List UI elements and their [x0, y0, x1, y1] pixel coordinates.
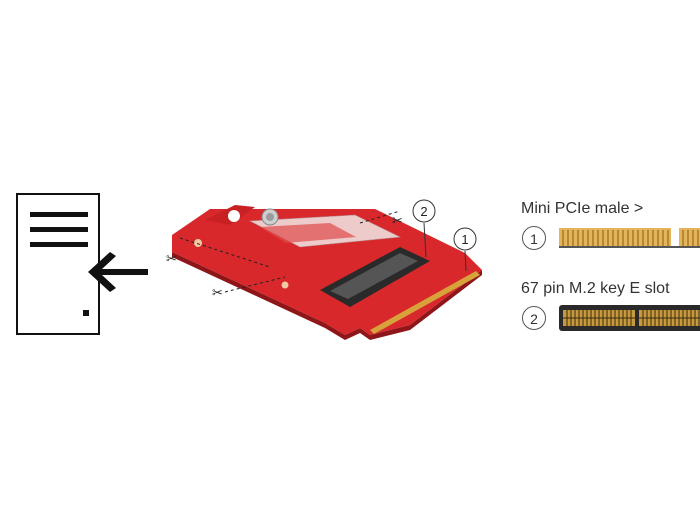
- badge-2: 2: [522, 306, 546, 330]
- mini-pcie-label: Mini PCIe male >: [521, 200, 644, 217]
- adapter-pcb: [172, 209, 482, 335]
- badge-1: 1: [522, 226, 546, 250]
- pcie-contacts: [370, 271, 480, 334]
- mini-pcie-contacts-icon: [559, 228, 700, 248]
- callout-1: 1: [461, 232, 468, 247]
- scissors-icon: ✂: [392, 213, 403, 228]
- scissors-icon: ✂: [212, 285, 223, 300]
- callout-2: 2: [420, 204, 427, 219]
- scissors-icon: ✂: [166, 251, 177, 266]
- adapter-photo: ✂ ✂ ✂ 2 1: [166, 199, 482, 340]
- document-icon: [16, 193, 100, 335]
- m2-slot-icon: [559, 305, 700, 331]
- m2-slot-label: 67 pin M.2 key E slot: [521, 280, 670, 297]
- left-arrow-icon: [88, 252, 148, 292]
